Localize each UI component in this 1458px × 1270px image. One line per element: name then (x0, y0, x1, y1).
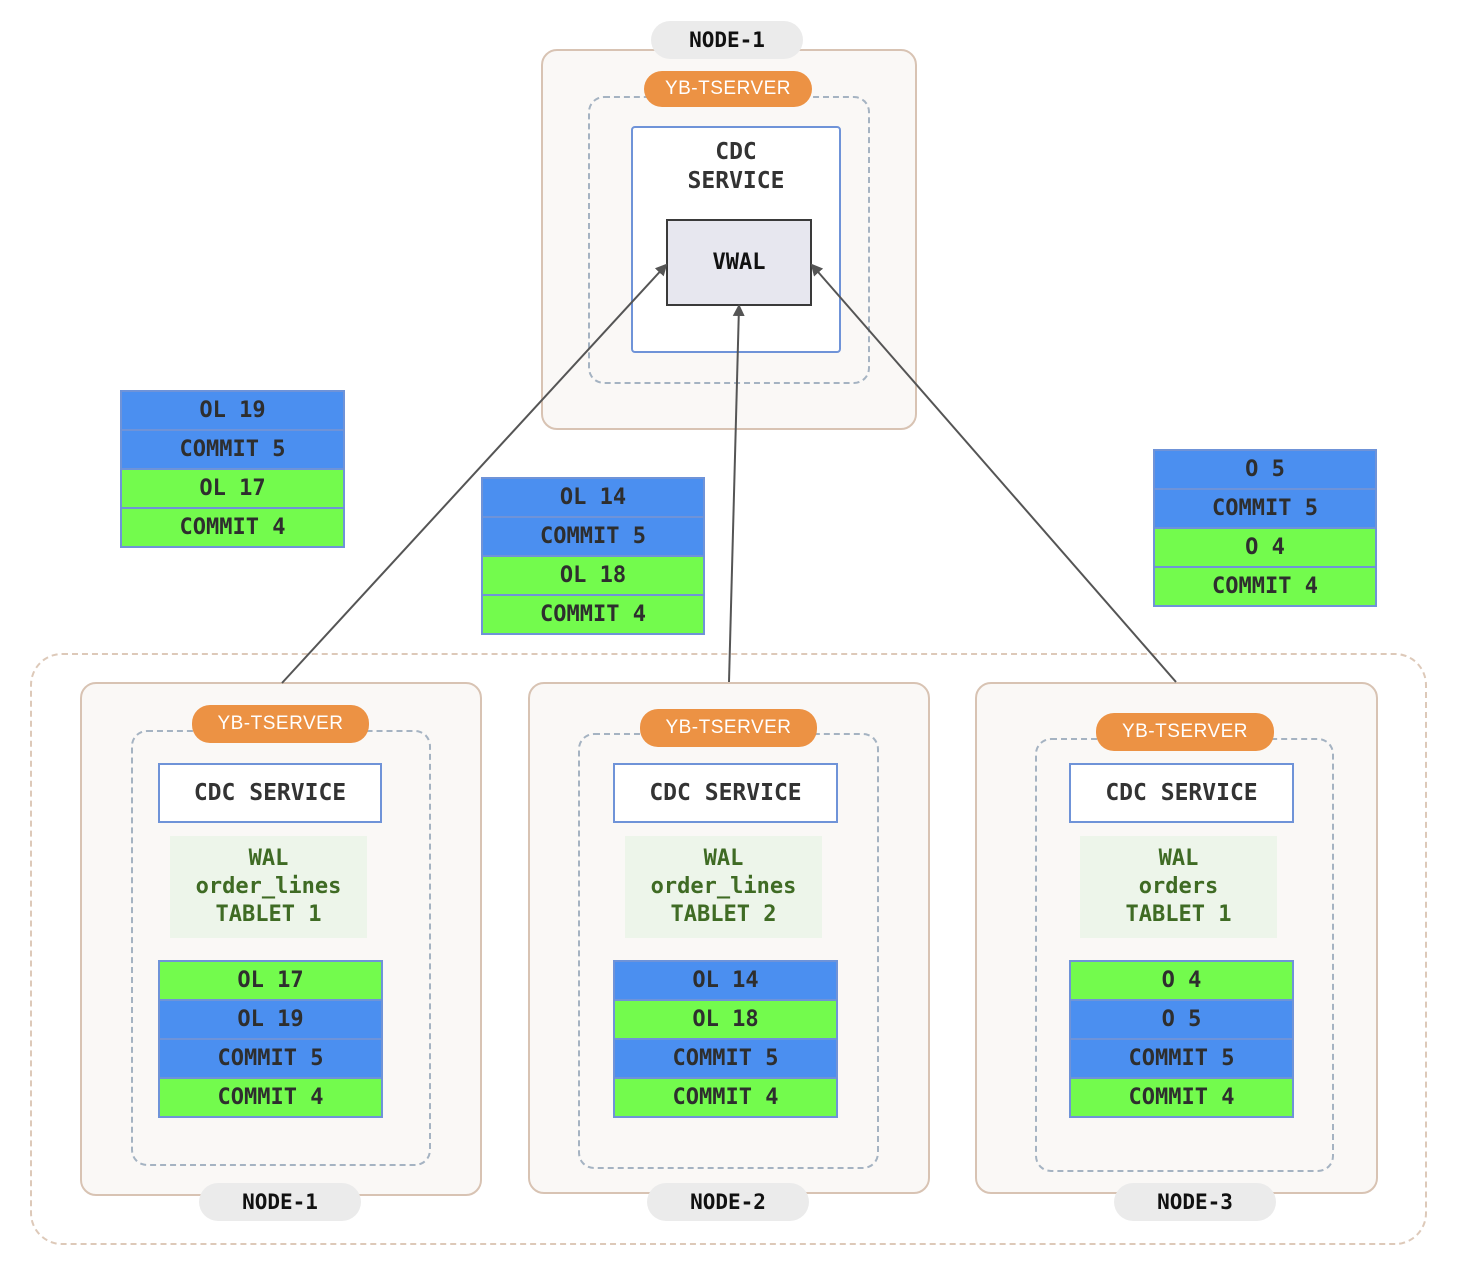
floating-stack-right: O 5 COMMIT 5 O 4 COMMIT 4 (1153, 449, 1377, 607)
stack-entry: OL 19 (122, 392, 343, 429)
stack-entry: OL 17 (122, 470, 343, 507)
stack-entry: OL 18 (483, 557, 703, 594)
bottom-tserver-1-label: YB-TSERVER (192, 705, 369, 743)
arrow-node2-to-vwal (728, 304, 745, 683)
wal-table: order_lines (650, 874, 797, 899)
wal-tablet: TABLET 2 (670, 902, 777, 927)
wal-title: WAL (1158, 846, 1199, 871)
wal-tablet: TABLET 1 (1125, 902, 1232, 927)
bottom-cdc-service-2: CDC SERVICE (613, 763, 838, 823)
bottom-cdc-service-1: CDC SERVICE (158, 763, 382, 823)
stack-entry: O 4 (1155, 529, 1375, 566)
top-node (541, 49, 917, 430)
wal-entry: COMMIT 4 (1071, 1079, 1292, 1116)
top-tserver-label: YB-TSERVER (644, 71, 812, 107)
stack-entry: COMMIT 5 (1155, 490, 1375, 527)
wal-entries-3: O 4 O 5 COMMIT 5 COMMIT 4 (1069, 960, 1294, 1118)
wal-entry: COMMIT 5 (1071, 1040, 1292, 1077)
wal-entries-1: OL 17 OL 19 COMMIT 5 COMMIT 4 (158, 960, 383, 1118)
wal-entries-2: OL 14 OL 18 COMMIT 5 COMMIT 4 (613, 960, 838, 1118)
wal-table: orders (1138, 874, 1219, 899)
wal-box-3: WAL orders TABLET 1 (1080, 836, 1277, 938)
bottom-cdc-service-3: CDC SERVICE (1069, 763, 1294, 823)
wal-box-2: WAL order_lines TABLET 2 (625, 836, 822, 938)
wal-title: WAL (703, 846, 744, 871)
wal-title: WAL (248, 846, 289, 871)
wal-box-1: WAL order_lines TABLET 1 (170, 836, 367, 938)
stack-entry: COMMIT 4 (483, 596, 703, 633)
stack-entry: COMMIT 4 (122, 509, 343, 546)
stack-entry: OL 14 (483, 479, 703, 516)
stack-entry: COMMIT 5 (483, 518, 703, 555)
stack-entry: COMMIT 4 (1155, 568, 1375, 605)
wal-entry: COMMIT 5 (615, 1040, 836, 1077)
cluster-boundary (30, 653, 1427, 1245)
wal-entry: COMMIT 5 (160, 1040, 381, 1077)
bottom-tserver-3-label: YB-TSERVER (1096, 713, 1274, 751)
wal-entry: OL 18 (615, 1001, 836, 1038)
floating-stack-middle: OL 14 COMMIT 5 OL 18 COMMIT 4 (481, 477, 705, 635)
floating-stack-left: OL 19 COMMIT 5 OL 17 COMMIT 4 (120, 390, 345, 548)
stack-entry: O 5 (1155, 451, 1375, 488)
bottom-node-1-label: NODE-1 (199, 1183, 361, 1221)
wal-entry: O 5 (1071, 1001, 1292, 1038)
top-node-label: NODE-1 (651, 21, 803, 59)
arrow-node1-to-vwal (281, 263, 668, 684)
wal-entry: OL 17 (160, 962, 381, 999)
vwal-box: VWAL (666, 219, 812, 306)
arrow-node3-to-vwal (810, 263, 1177, 683)
wal-entry: COMMIT 4 (615, 1079, 836, 1116)
bottom-node-2-label: NODE-2 (647, 1183, 809, 1221)
wal-tablet: TABLET 1 (215, 902, 322, 927)
wal-table: order_lines (195, 874, 342, 899)
wal-entry: OL 14 (615, 962, 836, 999)
top-cdc-service-label-1: CDC (715, 139, 757, 165)
stack-entry: COMMIT 5 (122, 431, 343, 468)
wal-entry: O 4 (1071, 962, 1292, 999)
wal-entry: OL 19 (160, 1001, 381, 1038)
bottom-node-3-label: NODE-3 (1114, 1183, 1276, 1221)
bottom-tserver-2-label: YB-TSERVER (640, 709, 817, 747)
wal-entry: COMMIT 4 (160, 1079, 381, 1116)
top-cdc-service-label-2: SERVICE (687, 168, 785, 194)
